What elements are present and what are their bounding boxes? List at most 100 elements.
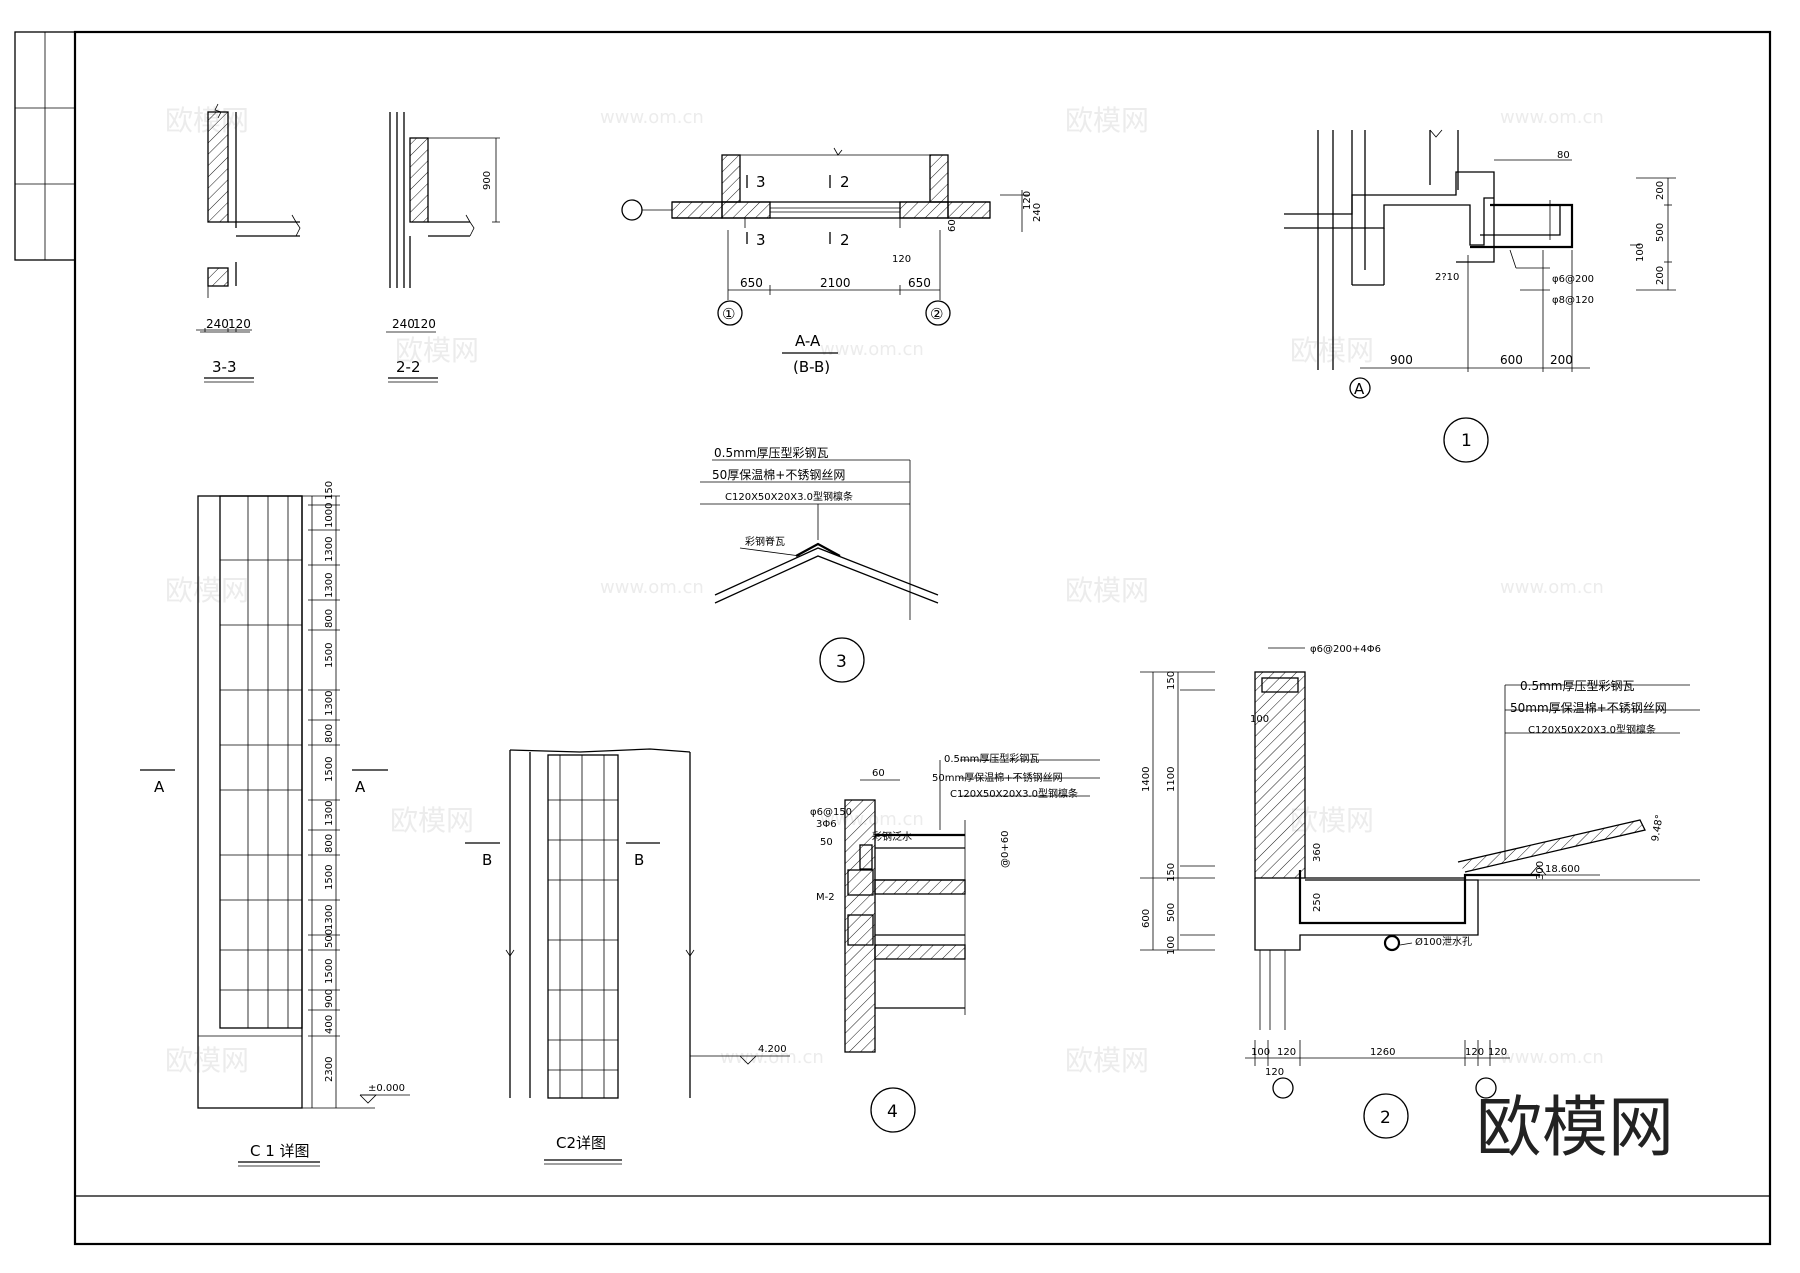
watermark: www.om.cn <box>720 1047 824 1068</box>
dim-500: 500 <box>1655 223 1666 242</box>
c1-dim: 1000 <box>324 503 335 528</box>
note: M-2 <box>816 892 835 903</box>
dim-80: 80 <box>1557 150 1570 161</box>
spec-2: 50mm厚保温棉+不锈钢丝网 <box>932 771 1063 784</box>
dim-v: 150 <box>1166 671 1177 690</box>
section-marker-a: A <box>355 778 366 796</box>
c1-dim: 500 <box>324 929 335 948</box>
detail-number-1: 1 <box>1461 431 1472 451</box>
note: φ6@150 <box>810 807 852 818</box>
window-c1: 150 1000 1300 1300 800 1500 1300 800 150… <box>140 481 410 1167</box>
dim-240: 240 <box>392 317 415 331</box>
dim-650: 650 <box>908 276 931 290</box>
section-2-2: 900 240 120 2-2 <box>386 112 500 383</box>
rebar-note: φ6@200+4Φ6 <box>1310 644 1381 655</box>
c1-dim: 1500 <box>324 643 335 668</box>
watermark: 欧模网 <box>395 334 479 367</box>
dim-side: @0+60 <box>1000 831 1011 868</box>
spec-1: 0.5mm厚压型彩钢瓦 <box>1520 679 1634 693</box>
section-label-a-a: A-A <box>795 332 821 350</box>
detail-number-3: 3 <box>836 652 847 672</box>
watermark: www.om.cn <box>1500 1047 1604 1068</box>
watermark: 欧模网 <box>1065 574 1149 607</box>
drain-note: Ø100泄水孔 <box>1415 935 1472 948</box>
sheet-frame <box>14 30 1772 1246</box>
section-label-b-b: (B-B) <box>793 358 830 376</box>
brand-logo: 欧模网 <box>1476 1089 1674 1166</box>
detail-number-4: 4 <box>887 1102 898 1122</box>
note: 50 <box>820 837 833 848</box>
rebar-note: φ8@120 <box>1552 295 1594 306</box>
dim-900: 900 <box>482 171 493 190</box>
dim-h: 1260 <box>1370 1047 1395 1058</box>
dim-120: 120 <box>892 254 911 265</box>
detail-2: φ6@200+4Φ6 100 360 250 300 Ø100泄水孔 18.60… <box>1140 644 1700 1139</box>
detail-3: 0.5mm厚压型彩钢瓦 50厚保温棉+不锈钢丝网 C120X50X20X3.0型… <box>700 446 939 683</box>
dim-inner: 300 <box>1535 861 1546 880</box>
rebar-note: φ6@200 <box>1552 274 1594 285</box>
watermark: 欧模网 <box>165 1044 249 1077</box>
dim-100: 100 <box>1635 243 1646 262</box>
dim-200: 200 <box>1550 353 1573 367</box>
ridge-label: 彩钢脊瓦 <box>745 535 785 548</box>
c1-dim: 1300 <box>324 537 335 562</box>
spec-2: 50mm厚保温棉+不锈钢丝网 <box>1510 701 1667 715</box>
axis-2: ② <box>930 305 943 323</box>
detail-1: 80 900 600 200 2?10 φ6@200 φ8@120 A 200 … <box>1284 129 1676 463</box>
dim-v: 1100 <box>1166 767 1177 792</box>
c1-dim: 2300 <box>324 1057 335 1082</box>
section-a-a: 3 2 3 2 650 2100 650 ① ② 120 240 60 120 … <box>621 147 1043 376</box>
dim-inner: 250 <box>1312 893 1323 912</box>
dim-inner: 360 <box>1312 843 1323 862</box>
detail-number-2: 2 <box>1380 1108 1391 1128</box>
dim-60: 60 <box>872 768 885 779</box>
spec-3: C120X50X20X3.0型钢檩条 <box>950 787 1078 800</box>
watermark: 欧模网 <box>390 804 474 837</box>
c1-dim: 1500 <box>324 959 335 984</box>
dim-120: 120 <box>1022 191 1033 210</box>
section-marker-b: B <box>634 851 644 869</box>
watermark: www.om.cn <box>1500 107 1604 128</box>
dim-200: 200 <box>1655 181 1666 200</box>
section-3-3: 240 120 3-3 <box>196 103 301 383</box>
axis-1: ① <box>722 305 735 323</box>
dim-v: 150 <box>1166 863 1177 882</box>
c1-dim: 800 <box>324 724 335 743</box>
dim-900: 900 <box>1390 353 1413 367</box>
dim-600: 600 <box>1500 353 1523 367</box>
watermark: www.om.cn <box>1500 577 1604 598</box>
note: 彩钢泛水 <box>872 830 912 843</box>
c1-dim: 1300 <box>324 691 335 716</box>
dim-inner: 100 <box>1250 714 1269 725</box>
spec-3: C120X50X20X3.0型钢檩条 <box>725 490 853 503</box>
c1-title: C 1 详图 <box>250 1142 310 1160</box>
watermark: 欧模网 <box>1065 1044 1149 1077</box>
c1-dim: 1300 <box>324 905 335 930</box>
dim-120: 120 <box>228 317 251 331</box>
watermark: 欧模网 <box>165 104 249 137</box>
rebar-note: 2?10 <box>1435 272 1459 283</box>
cut-mark-2: 2 <box>840 173 850 191</box>
spec-1: 0.5mm厚压型彩钢瓦 <box>944 752 1039 765</box>
detail-4: 60 @0+60 0.5mm厚压型彩钢瓦 50mm厚保温棉+不锈钢丝网 C120… <box>810 752 1100 1133</box>
c1-dim: 800 <box>324 609 335 628</box>
dim-240: 240 <box>206 317 229 331</box>
dim-h: 120 <box>1265 1067 1284 1078</box>
slope-mark: 9.48° <box>1650 814 1666 843</box>
section-marker-b: B <box>482 851 492 869</box>
dim-120: 120 <box>413 317 436 331</box>
spec-1: 0.5mm厚压型彩钢瓦 <box>714 446 828 460</box>
watermark: www.om.cn <box>600 107 704 128</box>
watermark: 欧模网 <box>165 574 249 607</box>
c1-dim: 1500 <box>324 757 335 782</box>
dim-v: 500 <box>1166 903 1177 922</box>
c1-dim: 1300 <box>324 801 335 826</box>
c1-dim-ticks <box>308 504 340 1037</box>
dim-200: 200 <box>1655 266 1666 285</box>
dim-60: 60 <box>947 219 958 232</box>
section-label-2-2: 2-2 <box>396 358 421 376</box>
window-c2: B B 4.200 C2详图 <box>465 748 790 1165</box>
section-marker-a: A <box>154 778 165 796</box>
c1-dim: 800 <box>324 834 335 853</box>
watermark: 欧模网 <box>1290 334 1374 367</box>
